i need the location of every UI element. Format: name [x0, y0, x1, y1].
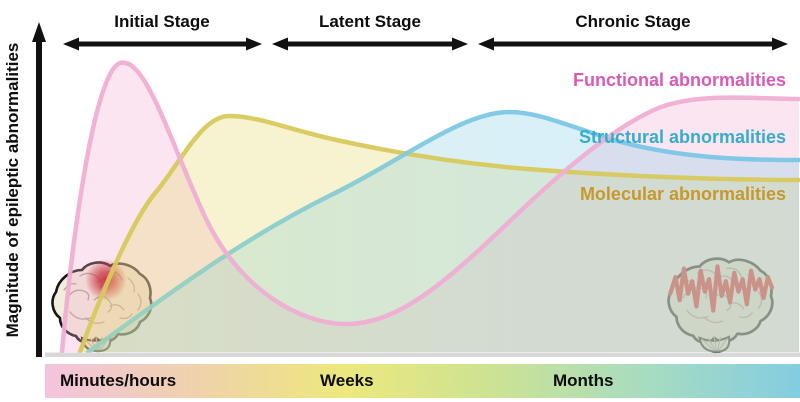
- molecular-series-label: Molecular abnormalities: [579, 184, 786, 204]
- structural-curve: [85, 109, 800, 355]
- y-axis-label: Magnitude of epileptic abnormalities: [3, 42, 22, 338]
- stage-label-chronic: Chronic Stage: [575, 12, 691, 31]
- latent-stage-arrow: [272, 37, 468, 51]
- chronic-stage-arrow: [478, 37, 788, 51]
- timeline-label-weeks: Weeks: [320, 371, 374, 390]
- y-axis-arrow: [32, 22, 46, 357]
- structural-series-label: Structural abnormalities: [578, 127, 786, 147]
- functional-series-label: Functional abnormalities: [572, 70, 786, 90]
- functional-curve: [59, 60, 800, 355]
- stage-label-latent: Latent Stage: [318, 12, 422, 31]
- stage-label-initial: Initial Stage: [114, 12, 210, 31]
- x-axis-baseline: [45, 352, 800, 357]
- timeline-bar: [45, 364, 800, 398]
- initial-stage-arrow: [63, 37, 262, 51]
- molecular-curve: [77, 113, 800, 355]
- timeline-label-minutes-hours: Minutes/hours: [60, 371, 177, 390]
- timeline-label-months: Months: [553, 371, 614, 390]
